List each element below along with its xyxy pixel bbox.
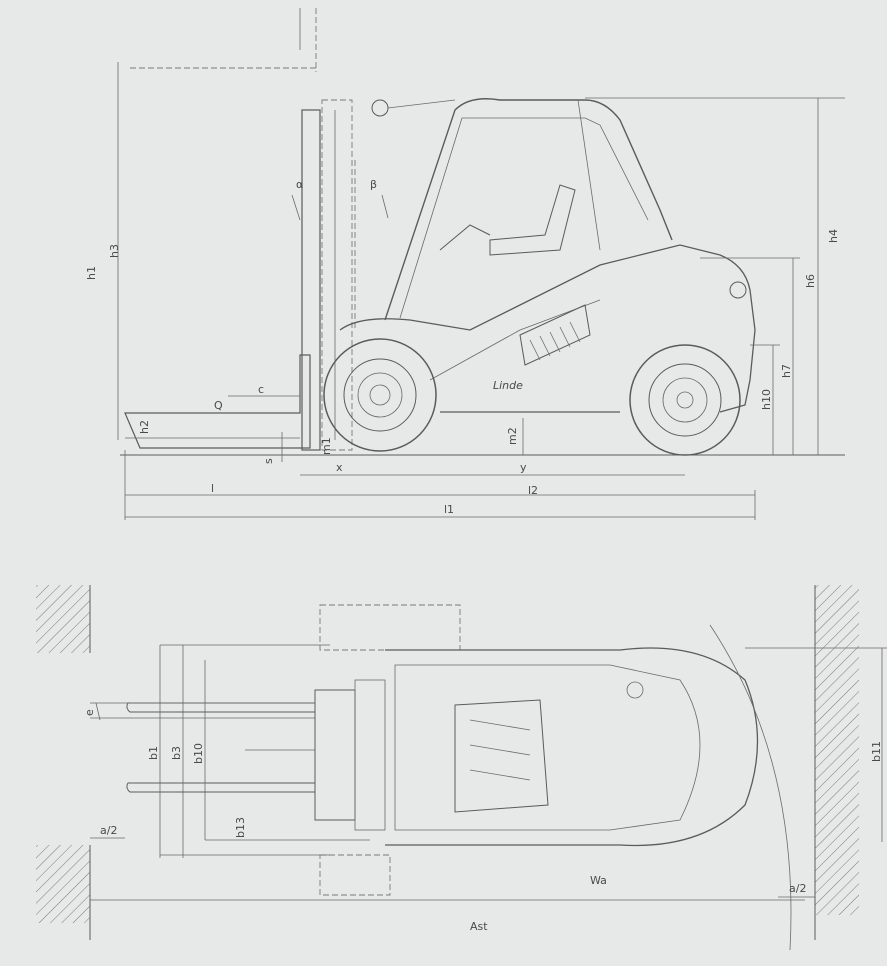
brand-logo: Linde (493, 379, 523, 392)
wall-left-bottom (36, 845, 90, 923)
label-h4: h4 (827, 229, 840, 243)
truck-body: Linde (339, 184, 756, 413)
label-beta: β (370, 178, 377, 191)
label-h10: h10 (760, 389, 773, 410)
label-a-half-right: a/2 (789, 882, 806, 895)
label-b3: b3 (170, 746, 183, 760)
rear-wheel (629, 344, 741, 456)
label-b10: b10 (192, 743, 205, 764)
raised-fork-carriage (130, 8, 317, 72)
label-h3: h3 (108, 244, 121, 258)
label-m2: m2 (506, 427, 519, 445)
top-view: e b1 b3 b10 b13 b11 a/2 a/2 Wa Ast (36, 585, 887, 951)
label-l: l (211, 482, 214, 495)
steering-wheel (439, 224, 491, 251)
label-b11: b11 (870, 741, 883, 762)
cab-overhead-guard (371, 98, 673, 321)
label-c: c (258, 383, 264, 396)
label-x: x (336, 461, 343, 474)
forks-top (126, 702, 316, 793)
mast (301, 99, 356, 451)
label-h2: h2 (138, 420, 151, 434)
label-l2: l2 (528, 484, 538, 497)
label-alpha: α (296, 178, 303, 191)
wall-right (815, 585, 859, 915)
side-grille (519, 304, 591, 366)
side-view: Linde (85, 8, 845, 520)
label-Ast: Ast (470, 920, 488, 933)
label-b1: b1 (147, 746, 160, 760)
wall-left-top (36, 585, 90, 653)
label-l1: l1 (444, 503, 454, 516)
turning-radius-arc (709, 624, 792, 951)
horizontal-dimensions (124, 395, 756, 520)
label-h7: h7 (780, 364, 793, 378)
label-Wa: Wa (590, 874, 607, 887)
label-s: s (262, 458, 275, 464)
top-dimensions (90, 644, 887, 901)
label-y: y (520, 461, 527, 474)
label-e: e (83, 709, 96, 716)
tilt-angle-marks (291, 194, 389, 221)
label-h1: h1 (85, 266, 98, 280)
rear-light (729, 281, 747, 299)
chassis-top (385, 647, 759, 847)
label-h6: h6 (804, 274, 817, 288)
floor-plate (454, 699, 549, 813)
vertical-dimensions (117, 62, 845, 462)
label-b13: b13 (234, 817, 247, 838)
label-Q: Q (214, 399, 223, 412)
label-a-half-left: a/2 (100, 824, 117, 837)
seat (489, 184, 576, 256)
carriage-top (314, 604, 461, 896)
forks (124, 354, 311, 449)
label-m1: m1 (320, 437, 333, 455)
front-wheel (323, 338, 437, 452)
